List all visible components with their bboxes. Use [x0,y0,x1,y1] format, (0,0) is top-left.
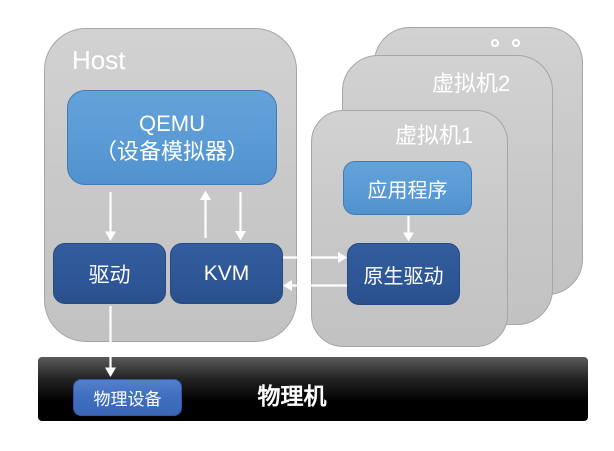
qemu-label-line2: （设备模拟器） [94,138,249,164]
more-vms-dots-icon [491,39,551,65]
application-box: 应用程序 [343,161,472,215]
vm1-label: 虚拟机1 [395,123,474,148]
vm2-label: 虚拟机2 [432,71,511,96]
application-label: 应用程序 [367,179,448,202]
native-driver-label: 原生驱动 [363,265,444,288]
driver-box: 驱动 [53,243,166,304]
driver-label: 驱动 [88,263,131,287]
physical-device-label: 物理设备 [93,390,162,409]
kvm-label: KVM [203,261,250,285]
qemu-box: QEMU （设备模拟器） [67,90,277,185]
kvm-box: KVM [170,243,283,304]
native-driver-box: 原生驱动 [347,243,460,305]
physical-machine-label: 物理机 [257,383,327,409]
qemu-label-line1: QEMU [139,110,205,136]
host-label: Host [72,45,126,75]
physical-device-box: 物理设备 [73,379,182,416]
